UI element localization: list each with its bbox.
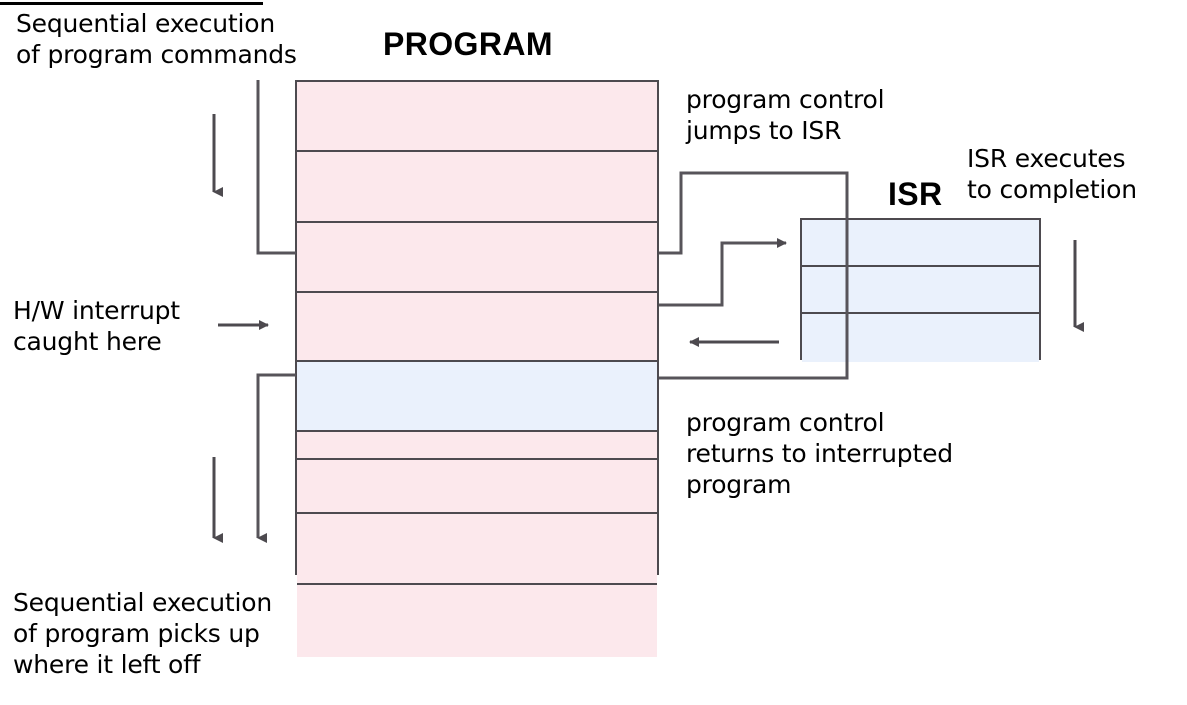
- program-row: [297, 460, 657, 514]
- isr-table: [800, 218, 1041, 362]
- program-row: [297, 514, 657, 585]
- connector-program-resume: [256, 373, 296, 543]
- top-rule: [0, 2, 263, 5]
- annotation-sequential-execution-bottom: Sequential execution of program picks up…: [13, 588, 272, 679]
- connector-program-entry: [256, 80, 296, 255]
- isr-row: [802, 314, 1039, 362]
- program-row: [297, 223, 657, 293]
- annotation-isr-executes: ISR executes to completion: [967, 144, 1137, 204]
- program-row: [297, 585, 657, 657]
- page-title-isr: ISR: [888, 176, 943, 212]
- program-row-interrupt: [297, 362, 657, 432]
- program-table: [295, 80, 659, 657]
- isr-row: [802, 220, 1039, 267]
- annotation-hw-interrupt: H/W interrupt caught here: [13, 296, 180, 356]
- isr-row: [802, 267, 1039, 314]
- page-title-program: PROGRAM: [383, 26, 553, 62]
- annotation-returns-to-program: program control returns to interrupted p…: [686, 408, 953, 499]
- connector-jump-to-isr-arrow: [659, 238, 787, 307]
- program-row: [297, 432, 657, 460]
- annotation-sequential-execution-top: Sequential execution of program commands: [16, 9, 297, 69]
- program-row: [297, 82, 657, 152]
- annotation-jumps-to-isr: program control jumps to ISR: [686, 85, 885, 145]
- program-row: [297, 293, 657, 362]
- program-row: [297, 152, 657, 223]
